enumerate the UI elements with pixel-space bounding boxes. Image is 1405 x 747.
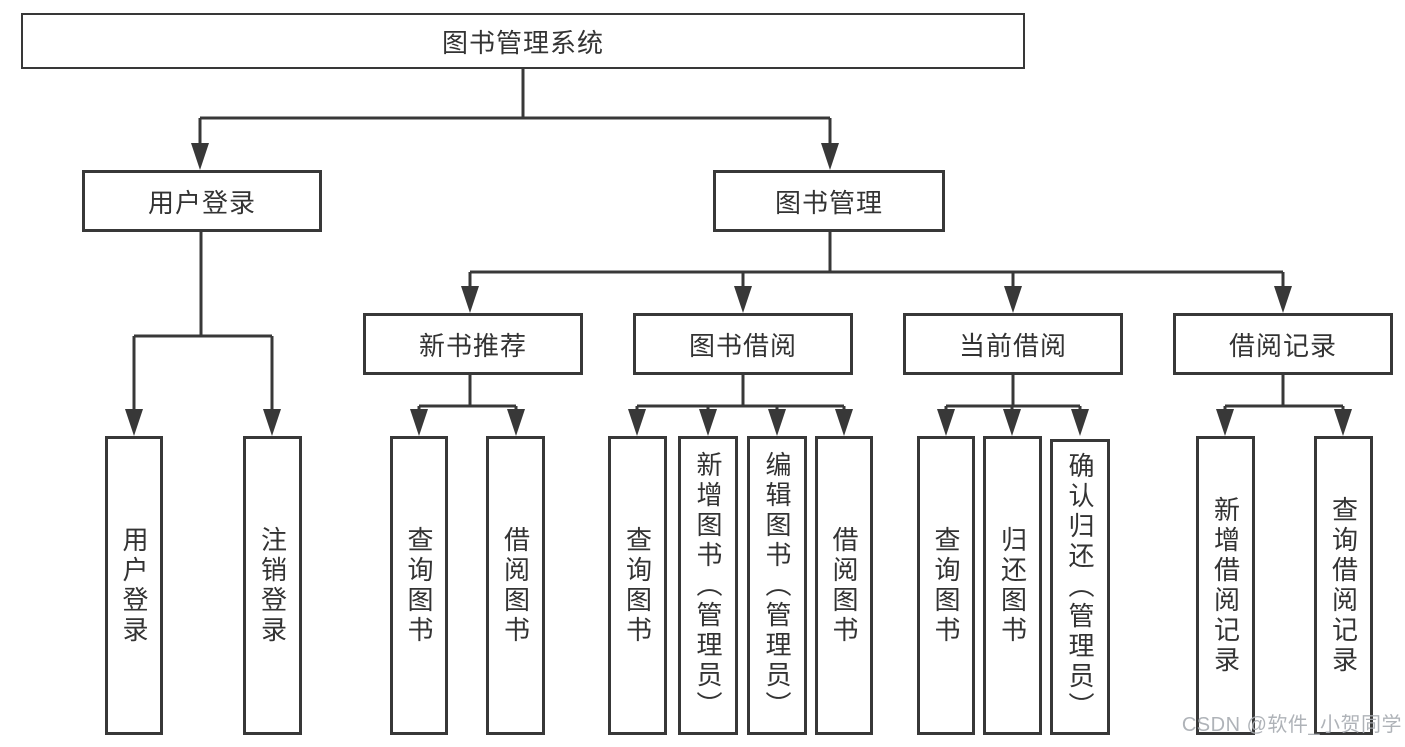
node-new-book-recommendation: 新书推荐	[363, 313, 583, 375]
node-library-management-system: 图书管理系统	[21, 13, 1025, 69]
node-current-borrowing: 当前借阅	[903, 313, 1123, 375]
leaf-add-borrow-record: 新增借阅记录	[1196, 436, 1255, 735]
node-user-login-group: 用户登录	[82, 170, 322, 232]
leaf-add-books-admin: 新增图书（管理员）	[678, 436, 738, 735]
node-book-management: 图书管理	[713, 170, 945, 232]
node-label: 图书借阅	[688, 330, 797, 361]
csdn-watermark: CSDN @软件_小贺同学	[1181, 714, 1402, 736]
leaf-label: 用户登录	[119, 525, 149, 646]
leaf-label: 新增图书（管理员）	[693, 450, 723, 721]
leaf-query-books-3: 查询图书	[917, 436, 975, 735]
leaf-user-login: 用户登录	[105, 436, 163, 735]
node-book-borrowing: 图书借阅	[633, 313, 853, 375]
leaf-label: 归还图书	[997, 525, 1028, 646]
leaf-label: 查询图书	[931, 525, 961, 646]
node-label: 新书推荐	[418, 330, 527, 361]
node-label: 图书管理系统	[441, 27, 604, 58]
leaf-label: 借阅图书	[829, 525, 859, 646]
node-borrowing-records: 借阅记录	[1173, 313, 1393, 375]
node-label: 借阅记录	[1228, 330, 1337, 361]
leaf-query-borrow-record: 查询借阅记录	[1314, 436, 1373, 735]
leaf-query-books-2: 查询图书	[608, 436, 667, 735]
node-label: 图书管理	[774, 187, 883, 218]
node-label: 用户登录	[147, 187, 256, 218]
leaf-return-books: 归还图书	[983, 436, 1042, 735]
leaf-borrow-books-1: 借阅图书	[486, 436, 545, 735]
leaf-logout: 注销登录	[243, 436, 302, 735]
leaf-label: 新增借阅记录	[1210, 495, 1241, 676]
arrowheads	[125, 143, 1352, 436]
leaf-label: 编辑图书（管理员）	[762, 450, 792, 721]
leaf-query-books-1: 查询图书	[390, 436, 448, 735]
leaf-borrow-books-2: 借阅图书	[815, 436, 873, 735]
leaf-label: 查询图书	[622, 525, 653, 646]
node-label: 当前借阅	[958, 330, 1067, 361]
leaf-confirm-return-admin: 确认归还（管理员）	[1050, 439, 1110, 735]
leaf-label: 借阅图书	[500, 525, 531, 646]
leaf-label: 查询借阅记录	[1328, 495, 1359, 676]
leaf-label: 查询图书	[404, 525, 434, 646]
leaf-edit-books-admin: 编辑图书（管理员）	[747, 436, 807, 735]
leaf-label: 注销登录	[257, 525, 288, 646]
leaf-label: 确认归还（管理员）	[1065, 452, 1095, 722]
